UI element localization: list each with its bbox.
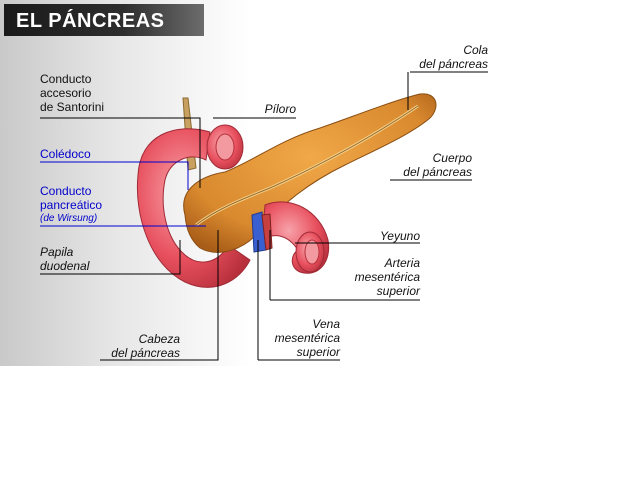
- label-coledoco: Colédoco: [40, 147, 140, 161]
- label-yeyuno: Yeyuno: [340, 229, 420, 243]
- label-cabeza-pancreas: Cabeza del páncreas: [90, 332, 180, 360]
- label-wirsung: (de Wirsung): [40, 212, 150, 226]
- label-cola-pancreas: Cola del páncreas: [410, 43, 488, 71]
- label-papila-duodenal: Papila duodenal: [40, 245, 140, 273]
- label-arteria-mesenterica: Arteria mesentérica superior: [320, 256, 420, 298]
- label-conducto-accesorio: Conducto accesorio de Santorini: [40, 72, 140, 114]
- label-cuerpo-pancreas: Cuerpo del páncreas: [380, 151, 472, 179]
- label-piloro: Píloro: [236, 102, 296, 116]
- label-vena-mesenterica: Vena mesentérica superior: [240, 317, 340, 359]
- label-conducto-pancreatico: Conducto pancreático: [40, 184, 150, 212]
